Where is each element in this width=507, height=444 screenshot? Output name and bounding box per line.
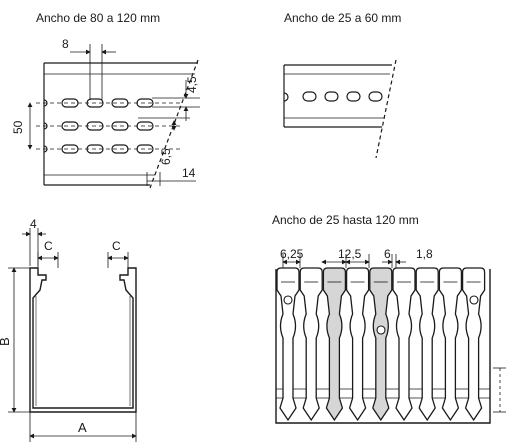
comb-fingers xyxy=(276,267,486,422)
comb-finger-width-label: 6,25 xyxy=(280,247,304,261)
profile-body xyxy=(29,267,137,413)
profile-width-label: A xyxy=(78,420,87,435)
comb-finger xyxy=(369,267,393,422)
comb-gap-label: 6 xyxy=(384,247,391,261)
comb-finger xyxy=(276,267,300,422)
wide-pitch-label: 8 xyxy=(62,37,69,51)
narrow-duct-caption: Ancho de 25 a 60 mm xyxy=(284,11,401,25)
profile-c-right-label: C xyxy=(112,239,121,253)
comb-caption: Ancho de 25 hasta 120 mm xyxy=(272,213,419,227)
wide-duct-dims xyxy=(27,44,200,186)
comb-dims xyxy=(282,254,506,413)
comb-finger xyxy=(461,267,486,422)
comb-panel: Ancho de 25 hasta 120 mm 6,25 12,5 6 1,8 xyxy=(272,213,506,424)
wide-duct-caption: Ancho de 80 a 120 mm xyxy=(36,11,160,25)
profile-dims xyxy=(8,228,137,442)
profile-c-left-label: C xyxy=(44,239,53,253)
wide-edge-label: 14 xyxy=(182,166,196,180)
wide-duct-panel: Ancho de 80 a 120 mm xyxy=(11,11,200,189)
profile-wall-label: 4 xyxy=(30,217,37,231)
narrow-duct-panel: Ancho de 25 a 60 mm xyxy=(283,11,401,159)
comb-finger xyxy=(415,267,439,422)
wide-spacing-label: 50 xyxy=(11,120,25,134)
comb-finger xyxy=(299,267,323,422)
comb-finger xyxy=(392,267,416,422)
comb-hole xyxy=(283,295,293,305)
comb-hole xyxy=(376,325,386,335)
comb-hole xyxy=(469,295,479,305)
comb-pitch-label: 12,5 xyxy=(338,247,362,261)
narrow-duct-body xyxy=(283,59,397,159)
wide-slot-height-label: 4,5 xyxy=(185,76,199,93)
comb-rib-label: 1,8 xyxy=(416,247,433,261)
profile-panel: 4 C C B A xyxy=(0,217,137,442)
profile-height-label: B xyxy=(0,337,12,346)
comb-finger xyxy=(345,267,370,422)
comb-finger xyxy=(322,267,347,422)
comb-finger xyxy=(438,267,463,422)
wide-duct-body xyxy=(43,59,199,189)
wide-slot-offset-label: 6,5 xyxy=(159,148,173,165)
